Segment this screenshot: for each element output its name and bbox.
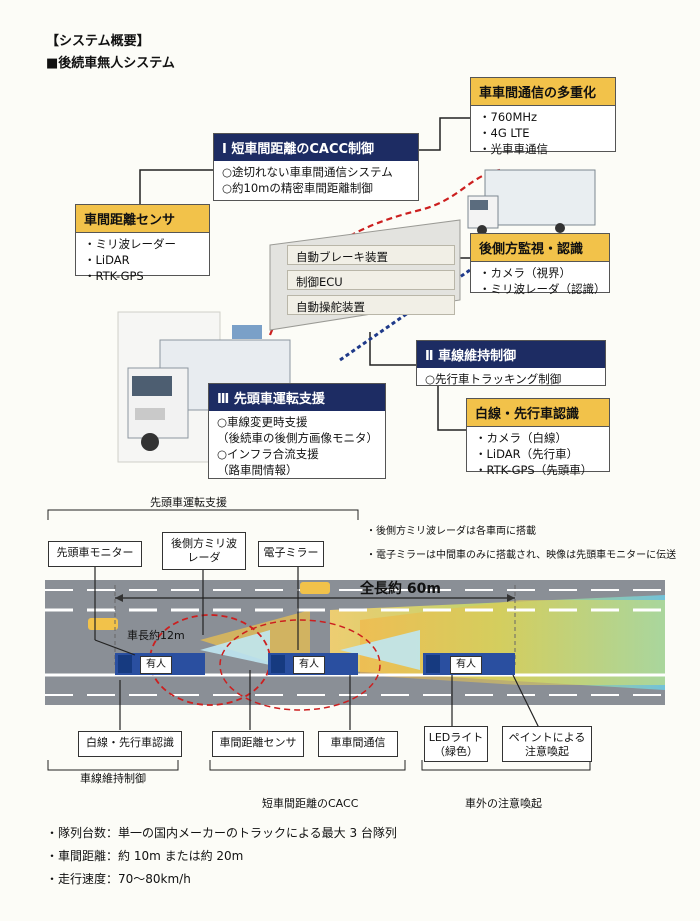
rear-truck-illustration <box>467 169 596 235</box>
comm-title: 車車間通信の多重化 <box>471 78 615 106</box>
truck-tag-rear: 有人 <box>450 656 482 674</box>
spec-platoon-count: ・隊列台数：単一の国内メーカーのトラックによる最大 3 台隊列 <box>46 826 397 840</box>
group-cacc: 短車間距離のCACC <box>262 797 359 810</box>
label-led-light: LEDライト （緑色） <box>424 726 488 762</box>
label-lane-recognition: 白線・先行車認識 <box>78 731 182 757</box>
truck-tag-lead: 有人 <box>140 656 172 674</box>
rear-monitor-box: 後側方監視・認識 ・カメラ（視界） ・ミリ波レーダ（認識） <box>470 233 610 296</box>
sensor-item: ・ミリ波レーダー <box>84 237 176 251</box>
group-external-warning: 車外の注意喚起 <box>465 797 542 810</box>
lane-recognition-box: 白線・先行車認識 ・カメラ（白線） ・LiDAR（先行車） ・RTK-GPS（先… <box>466 398 610 477</box>
label-v2v-comm: 車車間通信 <box>318 731 398 757</box>
other-car-icon <box>88 618 118 630</box>
comm-item: ・4G LTE <box>479 126 530 140</box>
connector-steer-lanekeep <box>369 332 416 366</box>
lane-recognition-title: 白線・先行車認識 <box>467 399 609 427</box>
cacc-title: Ⅰ 短車間距離のCACC制御 <box>214 134 418 161</box>
platoon-diagram <box>45 509 665 771</box>
label-distance-sensor: 車間距離センサ <box>212 731 304 757</box>
comm-item: ・760MHz <box>479 110 538 124</box>
spec-speed: ・走行速度：70～80km/h <box>46 872 191 886</box>
connector-cacc-comm <box>418 117 470 151</box>
total-length-label: 全長約 60m <box>360 581 441 597</box>
control-ecu-panel: 制御ECU <box>287 270 455 290</box>
lead-support-title: Ⅲ 先頭車運転支援 <box>209 384 385 411</box>
label-rear-radar: 後側方ミリ波 レーダ <box>162 532 246 570</box>
cacc-item: ○途切れない車車間通信システム <box>222 165 393 179</box>
rear-monitor-title: 後側方監視・認識 <box>471 234 609 262</box>
lane-recog-item: ・カメラ（白線） <box>475 431 567 445</box>
vehicle-length-label: 車長約12m <box>127 629 185 642</box>
lane-keep-title: Ⅱ 車線維持制御 <box>417 341 605 368</box>
rear-monitor-item: ・カメラ（視界） <box>479 266 571 280</box>
comm-multiplex-box: 車車間通信の多重化 ・760MHz ・4G LTE ・光車車通信 <box>470 77 616 156</box>
sensor-item: ・RTK-GPS <box>84 269 144 283</box>
lead-support-item: ○車線変更時支援 <box>217 415 308 429</box>
lead-support-box: Ⅲ 先頭車運転支援 ○車線変更時支援 （後続車の後側方画像モニタ） ○インフラ合… <box>208 383 386 479</box>
sensor-item: ・LiDAR <box>84 253 130 267</box>
lead-support-item: （路車間情報） <box>217 463 298 477</box>
spec-following-distance: ・車間距離：約 10m または約 20m <box>46 849 244 863</box>
group-lead-support: 先頭車運転支援 <box>150 496 227 509</box>
connector-lanekeep-recog <box>437 386 466 431</box>
note-radar: ・後側方ミリ波レーダは各車両に搭載 <box>366 526 536 537</box>
auto-brake-panel: 自動ブレーキ装置 <box>287 245 455 265</box>
label-paint-warning: ペイントによる 注意喚起 <box>502 726 592 762</box>
distance-sensor-box: 車間距離センサ ・ミリ波レーダー ・LiDAR ・RTK-GPS <box>75 204 210 283</box>
connector-sensor-cacc <box>139 169 213 205</box>
other-car-icon <box>300 582 330 594</box>
lane-recog-item: ・RTK-GPS（先頭車） <box>475 463 593 477</box>
section-title: 【システム概要】 <box>46 34 150 49</box>
rear-monitor-item: ・ミリ波レーダ（認識） <box>479 282 606 296</box>
label-lead-monitor: 先頭車モニター <box>48 541 142 567</box>
cacc-control-box: Ⅰ 短車間距離のCACC制御 ○途切れない車車間通信システム ○約10mの精密車… <box>213 133 419 201</box>
system-subtitle: ■後続車無人システム <box>46 56 175 71</box>
note-mirror: ・電子ミラーは中間車のみに搭載され、映像は先頭車モニターに伝送 <box>366 550 677 561</box>
cacc-item: ○約10mの精密車間距離制御 <box>222 181 373 195</box>
distance-sensor-title: 車間距離センサ <box>76 205 209 233</box>
lane-recog-item: ・LiDAR（先行車） <box>475 447 579 461</box>
lead-support-item: （後続車の後側方画像モニタ） <box>217 431 378 445</box>
group-lane-keep: 車線維持制御 <box>80 772 146 785</box>
label-electronic-mirror: 電子ミラー <box>258 541 324 567</box>
auto-steering-panel: 自動操舵装置 <box>287 295 455 315</box>
comm-item: ・光車車通信 <box>479 142 548 156</box>
tracking-path <box>339 268 471 362</box>
truck-tag-middle: 有人 <box>293 656 325 674</box>
lane-keep-box: Ⅱ 車線維持制御 ○先行車トラッキング制御 <box>416 340 606 386</box>
lead-support-item: ○インフラ合流支援 <box>217 447 319 461</box>
lane-keep-item: ○先行車トラッキング制御 <box>425 372 562 386</box>
